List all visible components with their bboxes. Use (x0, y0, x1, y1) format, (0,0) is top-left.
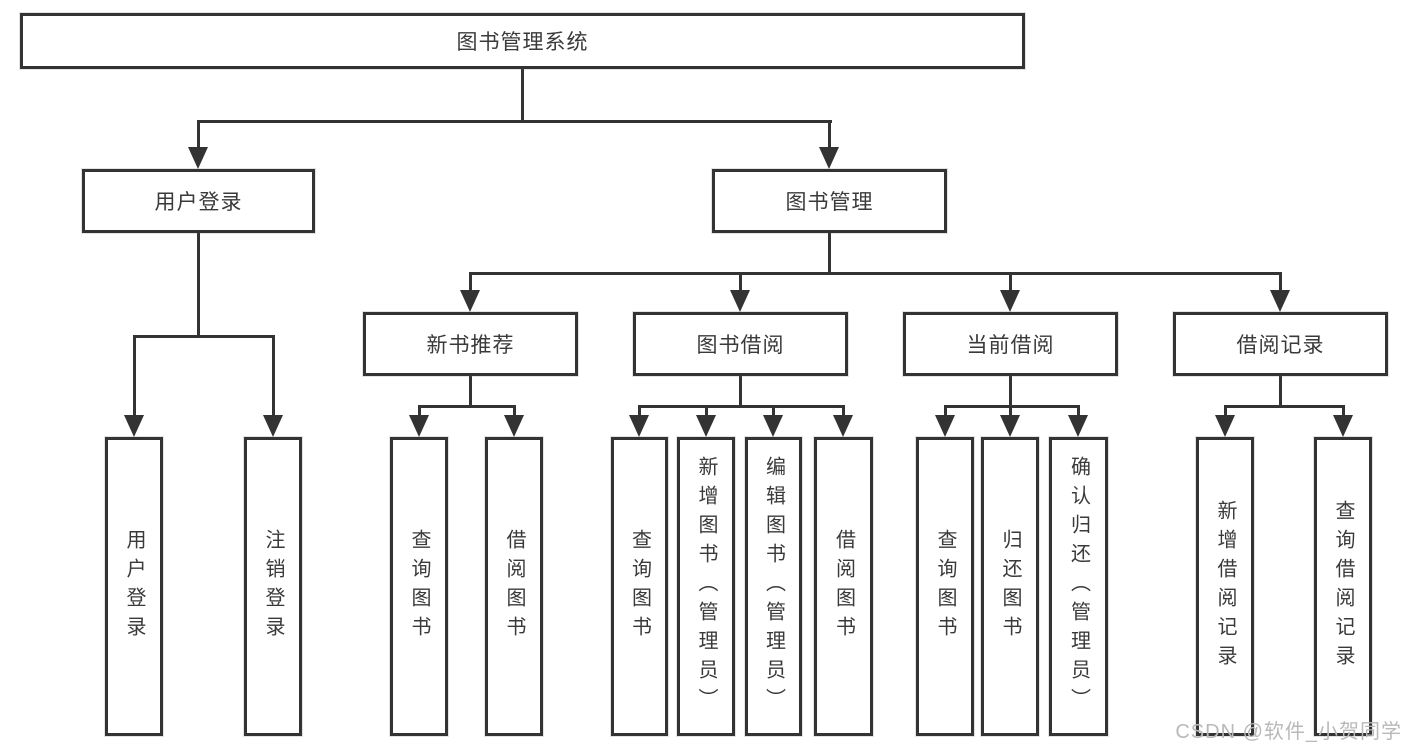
node-book-borrow: 图书借阅 (633, 312, 848, 376)
leaf-add-book-admin: 新增图书（管理员） (677, 437, 735, 736)
leaf-confirm-return-admin-label: 确认归还（管理员） (1067, 456, 1090, 717)
leaf-return-book: 归还图书 (981, 437, 1039, 736)
connector-current-bus (944, 405, 1080, 408)
connector-recommend-stem (469, 375, 472, 408)
connector-drop-b1 (638, 405, 641, 417)
leaf-query-books-borrow-label: 查询图书 (628, 528, 651, 645)
connector-drop-b4 (842, 405, 845, 417)
arrowhead-user-login (188, 147, 208, 169)
connector-drop-rec1 (1224, 405, 1227, 417)
connector-drop-b3 (772, 405, 775, 417)
node-borrow-records: 借阅记录 (1173, 312, 1388, 376)
node-book-management: 图书管理 (712, 169, 947, 233)
leaf-logout: 注销登录 (244, 437, 302, 736)
arrowhead-borrow (730, 290, 750, 312)
arrowhead-recommend (460, 290, 480, 312)
connector-drop-leaf-login (133, 335, 136, 416)
node-root-label: 图书管理系统 (456, 31, 589, 54)
leaf-edit-book-admin-label: 编辑图书（管理员） (762, 456, 785, 717)
node-borrow-records-label: 借阅记录 (1236, 334, 1325, 357)
arrowhead-b3 (763, 415, 783, 437)
arrowhead-b1 (629, 415, 649, 437)
connector-drop-rec2 (1342, 405, 1345, 417)
connector-drop-c2 (1009, 405, 1012, 417)
connector-root-stem (521, 69, 524, 123)
leaf-user-login: 用户登录 (105, 437, 163, 736)
leaf-edit-book-admin: 编辑图书（管理员） (745, 437, 802, 736)
connector-drop-borrow (739, 272, 742, 292)
leaf-add-borrow-record-label: 新增借阅记录 (1214, 499, 1236, 674)
connector-drop-c3 (1077, 405, 1080, 417)
node-current-borrow: 当前借阅 (903, 312, 1118, 376)
leaf-query-books-current: 查询图书 (916, 437, 974, 736)
arrowhead-r1 (409, 415, 429, 437)
node-root-system: 图书管理系统 (20, 13, 1025, 69)
node-user-login-label: 用户登录 (154, 191, 243, 214)
connector-management-stem (828, 232, 831, 275)
arrowhead-b4 (833, 415, 853, 437)
connector-borrow-stem (739, 375, 742, 408)
leaf-add-book-admin-label: 新增图书（管理员） (695, 456, 717, 717)
leaf-query-books-recommend: 查询图书 (390, 437, 448, 736)
arrowhead-r2 (504, 415, 524, 437)
leaf-borrow-books-borrow: 借阅图书 (814, 437, 873, 736)
leaf-add-borrow-record: 新增借阅记录 (1196, 437, 1254, 736)
connector-borrow-bus (638, 405, 845, 408)
arrowhead-leaf-logout (263, 415, 283, 437)
node-book-management-label: 图书管理 (785, 191, 874, 214)
connector-drop-current (1009, 272, 1012, 292)
arrowhead-current (1000, 290, 1020, 312)
connector-login-bus (133, 335, 275, 338)
node-user-login: 用户登录 (82, 169, 315, 233)
leaf-query-borrow-record-label: 查询借阅记录 (1332, 499, 1354, 674)
leaf-query-books-current-label: 查询图书 (934, 528, 956, 645)
leaf-logout-label: 注销登录 (262, 528, 284, 645)
arrowhead-c3 (1068, 415, 1088, 437)
connector-current-stem (1009, 375, 1012, 408)
leaf-confirm-return-admin: 确认归还（管理员） (1049, 437, 1108, 736)
leaf-borrow-books-recommend: 借阅图书 (485, 437, 543, 736)
connector-drop-r2 (513, 405, 516, 417)
connector-recommend-bus (418, 405, 516, 408)
connector-records-bus (1224, 405, 1345, 408)
connector-drop-book-management (828, 120, 831, 148)
leaf-query-books-recommend-label: 查询图书 (408, 528, 430, 645)
connector-login-stem (197, 232, 200, 338)
connector-records-stem (1279, 375, 1282, 408)
arrowhead-rec2 (1333, 415, 1353, 437)
connector-drop-user-login (197, 120, 200, 148)
connector-drop-c1 (944, 405, 947, 417)
leaf-query-borrow-record: 查询借阅记录 (1314, 437, 1372, 736)
node-current-borrow-label: 当前借阅 (966, 334, 1055, 357)
node-new-book-recommend-label: 新书推荐 (426, 334, 515, 357)
connector-drop-r1 (418, 405, 421, 417)
leaf-borrow-books-borrow-label: 借阅图书 (832, 528, 855, 645)
connector-drop-recommend (469, 272, 472, 292)
connector-management-bus (469, 272, 1282, 275)
leaf-user-login-label: 用户登录 (123, 528, 145, 645)
arrowhead-records (1270, 290, 1290, 312)
arrowhead-c1 (935, 415, 955, 437)
arrowhead-leaf-login (124, 415, 144, 437)
connector-drop-records (1279, 272, 1282, 292)
connector-drop-leaf-logout (272, 335, 275, 416)
arrowhead-rec1 (1215, 415, 1235, 437)
arrowhead-book-management (819, 147, 839, 169)
leaf-borrow-books-recommend-label: 借阅图书 (503, 528, 525, 645)
arrowhead-b2 (696, 415, 716, 437)
leaf-return-book-label: 归还图书 (999, 528, 1021, 645)
csdn-watermark: CSDN @软件_小贺同学 (1175, 721, 1402, 743)
node-book-borrow-label: 图书借阅 (696, 334, 785, 357)
connector-drop-b2 (705, 405, 708, 417)
leaf-query-books-borrow: 查询图书 (611, 437, 668, 736)
connector-root-bus (197, 120, 832, 123)
node-new-book-recommend: 新书推荐 (363, 312, 578, 376)
arrowhead-c2 (1000, 415, 1020, 437)
